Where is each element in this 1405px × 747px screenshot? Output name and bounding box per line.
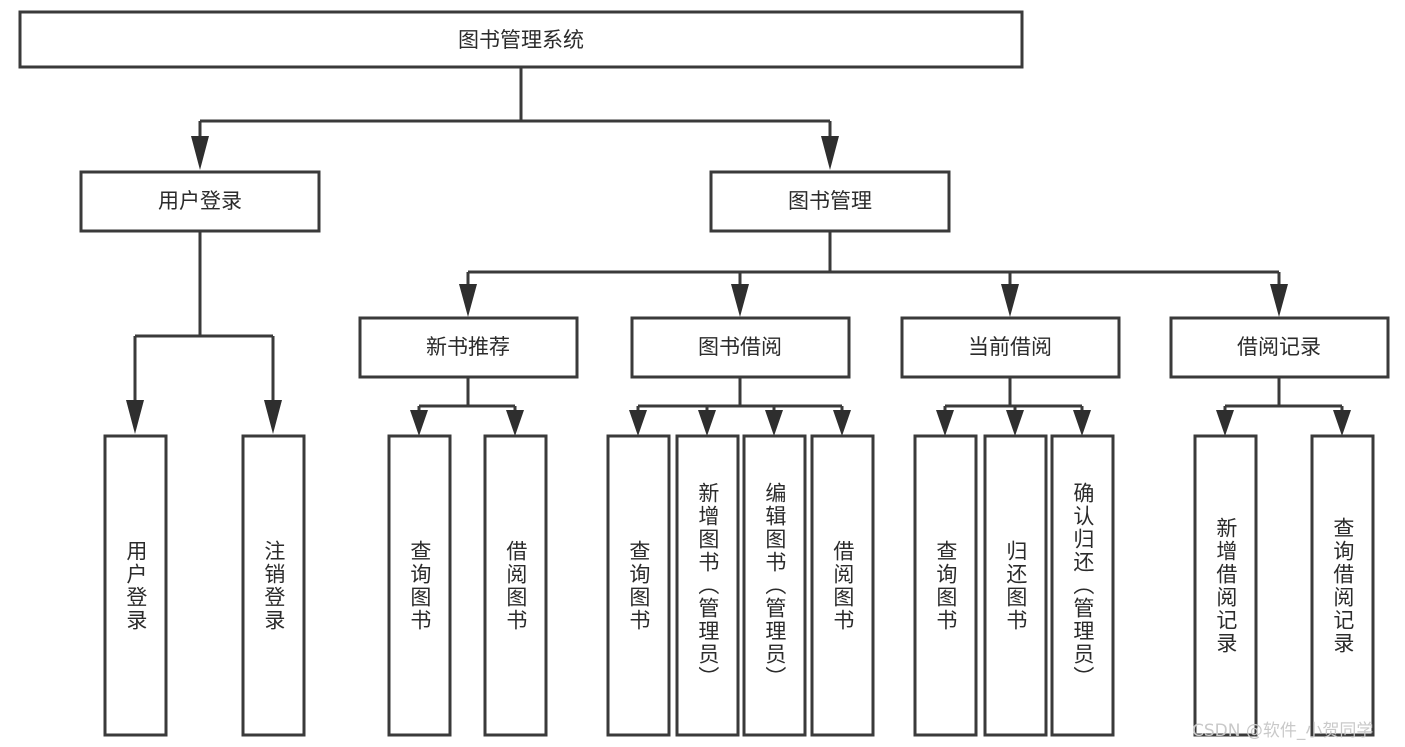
arrow-icon-leaf-borrow-book-2 — [833, 410, 851, 436]
connector-layer — [126, 67, 1351, 436]
node-new-book-recommend[interactable]: 新书推荐 — [358, 316, 579, 379]
node-leaf-add-book-box[interactable] — [675, 434, 740, 737]
node-current-borrow[interactable]: 当前借阅 — [900, 316, 1121, 379]
node-book-borrow-label: 图书借阅 — [698, 335, 782, 359]
arrow-icon-borrow-record — [1270, 284, 1288, 317]
arrow-icon-leaf-query-book-1 — [410, 410, 428, 436]
arrow-icon-to-book-manage — [821, 136, 839, 170]
arrow-icon-leaf-query-record — [1333, 410, 1351, 436]
arrow-icon-leaf-user-login — [126, 400, 144, 434]
node-user-login-box[interactable] — [79, 170, 321, 233]
node-root[interactable]: 图书管理系统 — [18, 10, 1024, 69]
node-leaf-user-logout-box[interactable] — [241, 434, 306, 737]
node-borrow-record-label: 借阅记录 — [1237, 335, 1321, 359]
node-user-login[interactable]: 用户登录 — [79, 170, 321, 233]
arrow-icon-new-book-recommend — [459, 284, 477, 317]
arrow-icon-leaf-add-record — [1216, 410, 1234, 436]
node-root-label: 图书管理系统 — [458, 28, 584, 52]
node-book-borrow[interactable]: 图书借阅 — [630, 316, 851, 379]
arrow-icon-book-borrow — [731, 284, 749, 317]
node-leaf-user-login-box[interactable] — [103, 434, 168, 737]
node-leaf-edit-book-box[interactable] — [742, 434, 807, 737]
arrow-icon-leaf-confirm-return — [1073, 410, 1091, 436]
node-leaf-borrow-book-1-box[interactable] — [483, 434, 548, 737]
node-book-borrow-box[interactable] — [630, 316, 851, 379]
arrow-icon-to-user-login — [191, 136, 209, 170]
node-current-borrow-box[interactable] — [900, 316, 1121, 379]
arrow-icon-leaf-edit-book — [765, 410, 783, 436]
node-leaf-query-book-1-box[interactable] — [387, 434, 452, 737]
node-user-login-label: 用户登录 — [158, 189, 242, 213]
node-leaf-confirm-return-box[interactable] — [1050, 434, 1115, 737]
arrow-icon-leaf-borrow-book-1 — [506, 410, 524, 436]
node-current-borrow-label: 当前借阅 — [968, 335, 1052, 359]
arrow-icon-leaf-return-book — [1006, 410, 1024, 436]
node-book-manage-box[interactable] — [709, 170, 951, 233]
arrow-icon-leaf-add-book — [698, 410, 716, 436]
node-book-manage-label: 图书管理 — [788, 189, 872, 213]
node-leaf-borrow-book-2-box[interactable] — [810, 434, 875, 737]
node-borrow-record-box[interactable] — [1169, 316, 1390, 379]
node-leaf-query-book-3-box[interactable] — [913, 434, 978, 737]
node-leaf-query-book-2-box[interactable] — [606, 434, 671, 737]
csdn-watermark: CSDN @软件_小贺同学 — [1192, 721, 1374, 741]
node-borrow-record[interactable]: 借阅记录 — [1169, 316, 1390, 379]
arrow-icon-leaf-query-book-2 — [629, 410, 647, 436]
node-leaf-add-record-box[interactable] — [1193, 434, 1258, 737]
arrow-icon-leaf-user-logout — [264, 400, 282, 434]
node-new-book-recommend-box[interactable] — [358, 316, 579, 379]
node-new-book-recommend-label: 新书推荐 — [426, 335, 510, 359]
arrow-icon-leaf-query-book-3 — [936, 410, 954, 436]
node-leaf-query-record-box[interactable] — [1310, 434, 1375, 737]
node-root-box[interactable] — [18, 10, 1024, 69]
node-book-manage[interactable]: 图书管理 — [709, 170, 951, 233]
node-leaf-return-book-box[interactable] — [983, 434, 1048, 737]
arrow-icon-current-borrow — [1001, 284, 1019, 317]
